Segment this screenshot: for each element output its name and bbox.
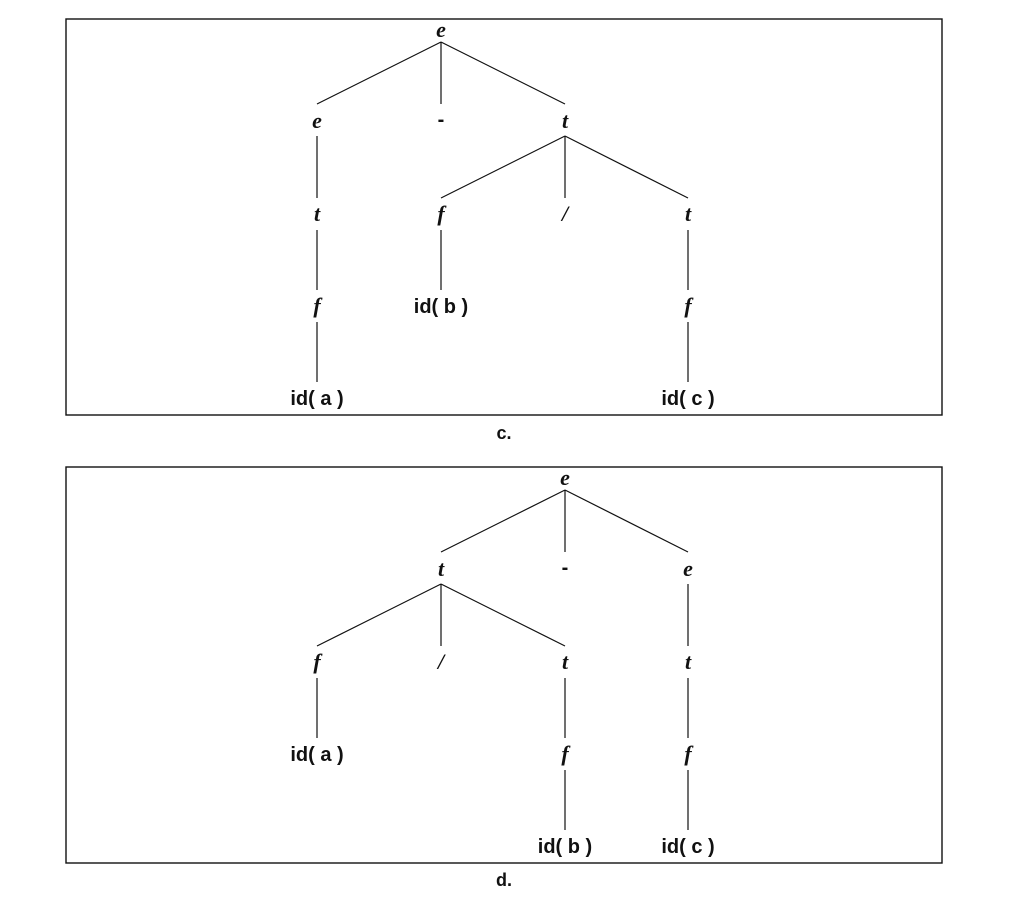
tree-c-node-e: e [312,108,322,133]
tree-d-leaf-id-b: id( b ) [538,836,592,858]
tree-d-node-t: t [438,556,445,581]
parse-tree-c: e e - t t f id( a ) f id( b ) / t f id( … [65,17,943,443]
tree-c-node-minus: - [438,109,445,131]
tree-c-edge [440,135,566,199]
tree-d-node-e: e [683,556,693,581]
tree-c-node-t-right: t [685,201,692,226]
tree-c-node-slash: / [560,201,570,226]
tree-c-node-f-left: f [313,293,323,318]
parse-tree-d: e t - e f / t id( a ) f id( b ) t f id( … [65,465,943,890]
tree-d-edge [564,489,689,553]
tree-d-node-t-mid: t [562,649,569,674]
tree-c-node-f-mid: f [437,201,447,226]
tree-d-edge [440,583,566,647]
tree-d-edge [316,583,442,647]
tree-c-edge [440,41,566,105]
tree-c-node-root: e [436,17,446,42]
tree-d-leaf-id-c: id( c ) [661,836,714,858]
tree-d-edge [440,489,566,553]
tree-c-edge [316,41,442,105]
tree-d-node-t-right: t [685,649,692,674]
tree-c-leaf-id-a: id( a ) [290,388,343,410]
tree-d-node-f-right: f [684,741,694,766]
tree-c-node-t: t [562,108,569,133]
tree-c-node-f-right: f [684,293,694,318]
tree-d-node-slash: / [436,649,446,674]
tree-d-node-f-mid: f [561,741,571,766]
tree-d-node-f-left: f [313,649,323,674]
tree-c-edge [564,135,689,199]
tree-c-caption: c. [496,423,511,443]
tree-d-caption: d. [496,870,512,890]
tree-c-leaf-id-c: id( c ) [661,388,714,410]
tree-d-frame [65,466,943,864]
tree-c-node-t-left: t [314,201,321,226]
tree-d-node-root: e [560,465,570,490]
tree-d-node-minus: - [562,557,569,579]
tree-c-frame [65,18,943,416]
tree-c-leaf-id-b: id( b ) [414,296,468,318]
tree-d-leaf-id-a: id( a ) [290,744,343,766]
